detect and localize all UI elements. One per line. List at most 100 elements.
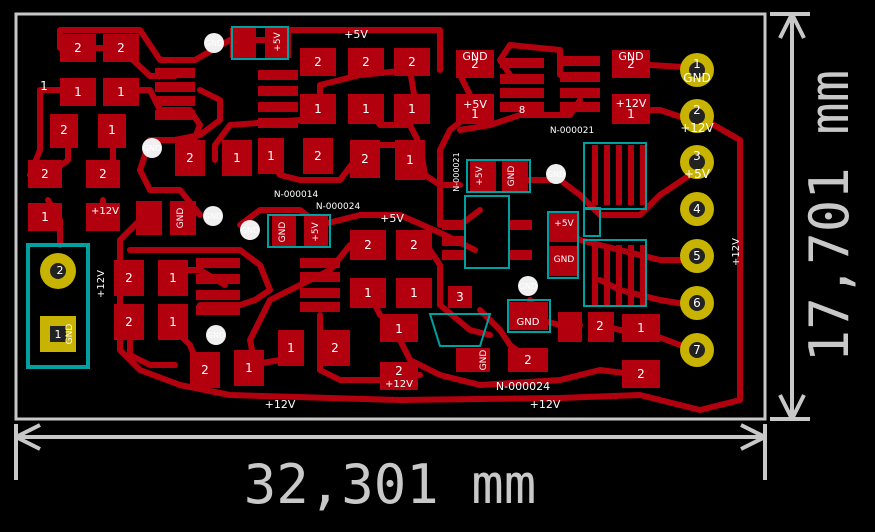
svg-text:2: 2 [57, 264, 64, 277]
vias [142, 33, 566, 345]
svg-text:GND: GND [204, 212, 222, 221]
svg-text:N-000021: N-000021 [452, 152, 461, 191]
svg-text:2: 2 [331, 341, 339, 355]
svg-text:2: 2 [471, 57, 479, 71]
svg-text:N-000021: N-000021 [550, 126, 594, 136]
svg-text:1: 1 [627, 107, 635, 121]
svg-text:5: 5 [693, 249, 701, 263]
svg-text:1: 1 [108, 123, 116, 137]
right-connector-labels: 1 GND 2 +12V 3 +5V 4 5 6 7 [680, 57, 714, 357]
net-labels: +5V +5V +12V +12V N-000024 N-000024 N-00… [91, 28, 742, 411]
svg-text:4: 4 [693, 202, 701, 216]
svg-text:2: 2 [395, 364, 403, 378]
svg-text:+5V: +5V [475, 165, 485, 185]
svg-text:GND: GND [479, 350, 489, 371]
svg-text:N-000014: N-000014 [274, 190, 319, 200]
right-connector [680, 53, 714, 367]
svg-text:2: 2 [41, 167, 49, 181]
svg-text:N-000024: N-000024 [316, 202, 361, 212]
svg-text:GND: GND [205, 39, 223, 48]
svg-text:+5V: +5V [554, 219, 574, 229]
svg-text:+12V: +12V [265, 398, 296, 411]
svg-text:1: 1 [471, 107, 479, 121]
svg-text:1: 1 [693, 57, 701, 71]
svg-text:1: 1 [117, 85, 125, 99]
svg-text:1: 1 [74, 85, 82, 99]
svg-text:GND: GND [143, 144, 161, 153]
svg-text:1: 1 [287, 341, 295, 355]
svg-text:GND: GND [507, 166, 517, 187]
svg-text:2: 2 [361, 152, 369, 166]
svg-text:2: 2 [410, 238, 418, 252]
svg-text:1: 1 [233, 151, 241, 165]
smd-pads [28, 28, 660, 390]
pin-1 [680, 53, 714, 87]
pin-6 [680, 286, 714, 320]
svg-text:1: 1 [40, 79, 48, 93]
svg-text:+12V: +12V [96, 270, 107, 298]
height-dimension-label: 17,701 mm [798, 70, 861, 363]
svg-text:1: 1 [406, 153, 414, 167]
svg-text:GND: GND [462, 50, 487, 63]
pin-3 [680, 145, 714, 179]
svg-text:1: 1 [410, 286, 418, 300]
pin-5 [680, 239, 714, 273]
svg-text:+12V: +12V [530, 398, 561, 411]
svg-text:2: 2 [524, 353, 532, 367]
svg-text:1: 1 [267, 149, 275, 163]
svg-text:GND: GND [176, 208, 186, 229]
svg-text:1: 1 [55, 328, 62, 341]
svg-text:2: 2 [60, 123, 68, 137]
svg-text:1: 1 [395, 322, 403, 336]
pin-2 [680, 99, 714, 133]
svg-text:1: 1 [169, 271, 177, 285]
svg-text:GND: GND [547, 170, 565, 179]
svg-text:2: 2 [314, 149, 322, 163]
svg-text:GND: GND [517, 317, 540, 328]
svg-text:+5V: +5V [380, 212, 404, 225]
svg-text:+5V: +5V [684, 167, 711, 181]
svg-text:+12V: +12V [385, 379, 413, 390]
svg-text:2: 2 [627, 57, 635, 71]
svg-text:+5V: +5V [311, 221, 321, 241]
svg-text:2: 2 [125, 315, 133, 329]
svg-text:GND: GND [65, 324, 75, 345]
svg-text:1: 1 [364, 286, 372, 300]
svg-text:2: 2 [596, 319, 604, 333]
svg-text:3: 3 [456, 290, 464, 304]
svg-text:2: 2 [364, 238, 372, 252]
svg-text:2: 2 [362, 55, 370, 69]
svg-text:2: 2 [74, 41, 82, 55]
left-connector [40, 253, 76, 352]
svg-text:2: 2 [125, 271, 133, 285]
svg-text:GND: GND [207, 331, 225, 340]
svg-text:GND: GND [683, 71, 711, 85]
pin-4 [680, 192, 714, 226]
svg-text:1: 1 [169, 315, 177, 329]
svg-text:+5V: +5V [463, 98, 487, 111]
board-outline [14, 12, 767, 421]
silkscreen [26, 26, 647, 369]
pin-7 [680, 333, 714, 367]
svg-text:6: 6 [693, 296, 701, 310]
svg-text:1: 1 [637, 321, 645, 335]
svg-text:+12V: +12V [731, 238, 742, 266]
svg-text:1: 1 [362, 102, 370, 116]
svg-text:3: 3 [693, 149, 701, 163]
svg-text:2: 2 [314, 55, 322, 69]
svg-text:1: 1 [408, 102, 416, 116]
svg-text:2: 2 [201, 363, 209, 377]
svg-text:2: 2 [99, 167, 107, 181]
via-labels: GND GND GND GND GND GND GND [143, 39, 565, 340]
svg-text:GND: GND [519, 282, 537, 291]
svg-text:2: 2 [637, 367, 645, 381]
svg-text:+5V: +5V [273, 31, 283, 51]
svg-text:2: 2 [693, 103, 701, 117]
left-connector-labels: 2 1 GND [55, 264, 76, 344]
svg-text:1: 1 [314, 102, 322, 116]
svg-text:2: 2 [117, 41, 125, 55]
svg-text:+12V: +12V [680, 121, 714, 135]
svg-text:2: 2 [186, 151, 194, 165]
